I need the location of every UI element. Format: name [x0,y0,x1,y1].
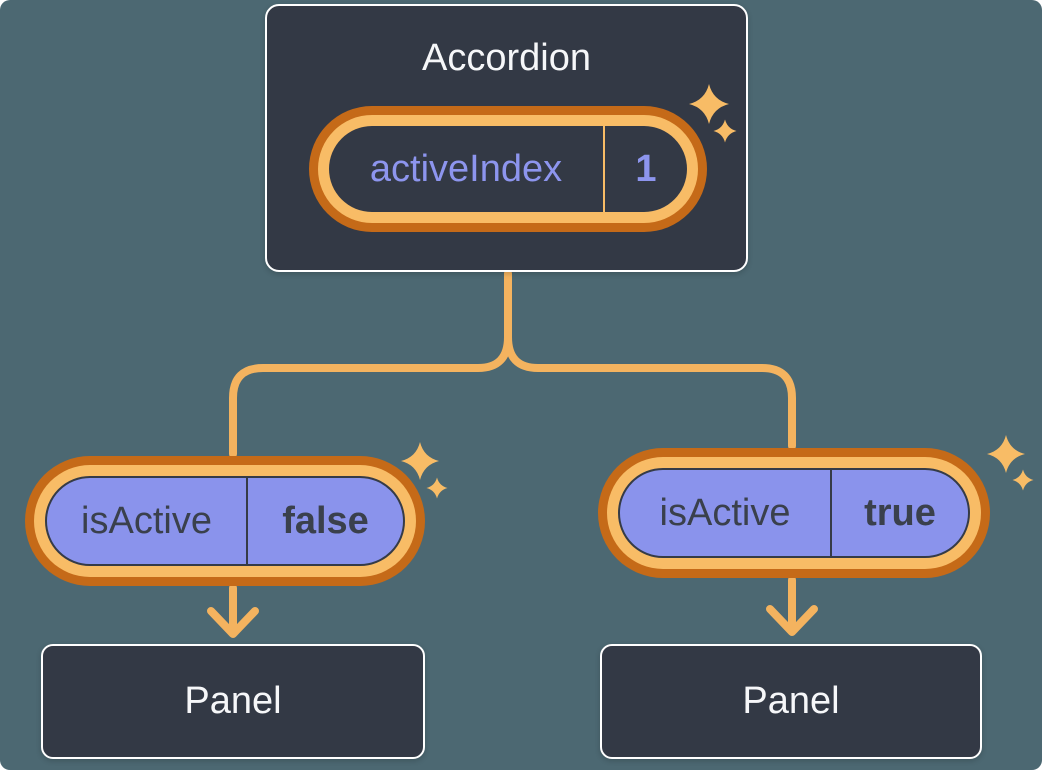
panel-component-box-right: Panel [600,644,982,759]
state-pill-activeindex: activeIndex 1 [309,106,707,232]
sparkle-icon [1012,469,1034,491]
prop-name-label: isActive [659,491,791,534]
panel-title: Panel [184,680,282,722]
prop-value: false [246,478,403,564]
panel-component-box-left: Panel [41,644,425,759]
sparkle-icon [401,442,439,480]
prop-pill-body: isActive true [618,468,970,558]
panel-title: Panel [742,680,840,722]
prop-value: true [830,470,968,556]
state-name-label: activeIndex [369,147,563,190]
prop-pill-ring: isActive false [34,465,416,577]
prop-pill-isactive-true: isActive true [598,448,990,578]
sparkle-icon [426,477,448,499]
state-pill-ring: activeIndex 1 [318,115,698,223]
state-value: 1 [603,126,687,212]
arrow-left-pill-to-panel [207,584,259,638]
prop-pill-ring: isActive true [607,457,981,569]
state-pill-body: activeIndex 1 [329,126,687,212]
prop-name-label: isActive [81,499,212,542]
connector-root-to-left-child [229,270,512,458]
prop-pill-body: isActive false [45,476,405,566]
accordion-component-box: Accordion activeIndex 1 [265,4,748,272]
sparkle-icon [987,435,1025,473]
arrow-right-pill-to-panel [766,576,818,636]
accordion-title: Accordion [422,37,591,79]
prop-pill-isactive-false: isActive false [25,456,425,586]
connector-root-to-right-child [504,270,796,450]
